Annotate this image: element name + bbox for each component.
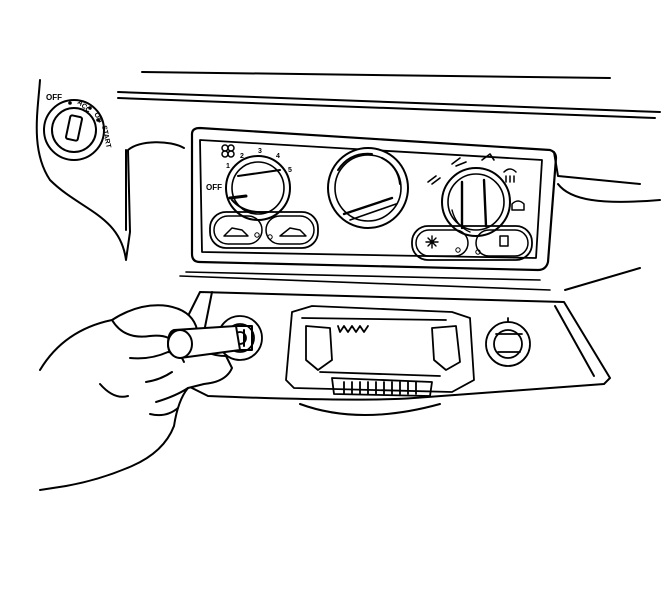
vent-icon-top-right <box>481 153 495 161</box>
ac-button[interactable] <box>415 229 469 257</box>
fan-speed-4: 4 <box>276 153 280 160</box>
mode-button-a[interactable] <box>213 215 263 245</box>
hvac-control-panel <box>179 126 558 291</box>
fan-off-label: OFF <box>206 183 222 192</box>
airflow-mode-knob[interactable] <box>427 153 525 237</box>
temperature-knob[interactable] <box>327 147 409 229</box>
fan-speed-knob[interactable]: 1 2 3 4 5 OFF <box>206 144 292 221</box>
vent-defrost-icon <box>279 227 307 237</box>
power-outlet[interactable] <box>485 317 531 367</box>
vent-icon-top <box>451 157 467 167</box>
ashtray-compartment <box>285 305 475 397</box>
ignition-switch: OFF ACC ON START <box>43 93 112 161</box>
vent-icon-left <box>427 175 441 185</box>
fan-icon <box>221 144 235 158</box>
fan-speed-2: 2 <box>240 153 244 160</box>
ignition-on-label: ON <box>92 112 103 125</box>
lower-console-bezel <box>159 291 611 416</box>
ac-snowflake-icon <box>425 235 439 249</box>
cigarette-lighter-element[interactable] <box>167 325 253 359</box>
vent-floor-icon <box>223 227 249 237</box>
ignition-off-label: OFF <box>46 93 62 102</box>
fan-speed-3: 3 <box>258 148 262 155</box>
rear-defrost-icon <box>511 200 525 211</box>
fan-speed-1: 1 <box>226 163 230 170</box>
fan-speed-5: 5 <box>288 167 292 174</box>
recirc-icon <box>499 235 509 247</box>
ashtray-spring <box>337 325 369 333</box>
mode-button-b[interactable] <box>265 215 315 245</box>
defrost-icon <box>503 168 517 183</box>
right-mode-buttons <box>411 225 533 261</box>
recirc-button[interactable] <box>475 229 529 257</box>
ignition-start-label: START <box>100 125 112 149</box>
ashtray-grip-ridges <box>343 381 417 395</box>
left-mode-buttons <box>209 211 319 249</box>
